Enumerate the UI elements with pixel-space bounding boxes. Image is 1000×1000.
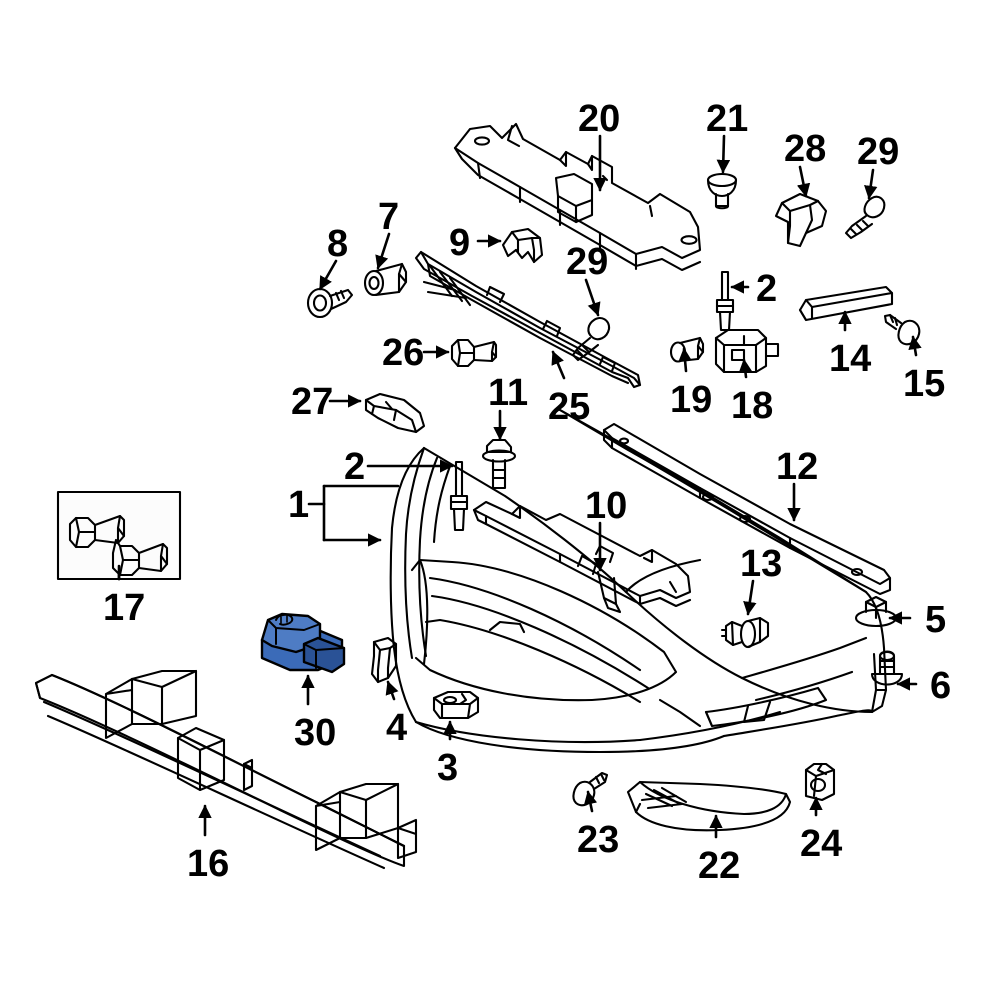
callout-20: 20 (578, 98, 621, 140)
callout-29-mid: 29 (566, 241, 609, 283)
leader-lines (198, 134, 922, 839)
callout-28: 28 (784, 128, 827, 170)
part-30-bumper-bracket-highlighted (260, 612, 346, 674)
part-29b-tapping-screw (571, 316, 611, 362)
part-6-bumper-cover-screw (870, 650, 904, 686)
callout-25: 25 (548, 386, 591, 428)
part-5-push-nut-retainer (854, 595, 898, 628)
part-17-impact-bar-bolt-kit (56, 490, 182, 581)
part-4-bumper-side-bracket (370, 636, 398, 684)
part-1-front-bumper-cover (389, 408, 888, 754)
callout-11: 11 (488, 372, 529, 414)
part-11-flange-bolt (481, 438, 517, 490)
callout-8: 8 (327, 223, 349, 265)
part-12-bumper-upper-reinforcement (602, 422, 892, 596)
callout-13: 13 (740, 543, 783, 585)
part-3-bumper-retainer-bracket (432, 690, 480, 720)
part-9-grille-clip (501, 227, 544, 264)
callout-2-mid: 2 (344, 446, 366, 488)
callout-23: 23 (577, 819, 620, 861)
callout-10: 10 (585, 485, 628, 527)
part-26-hex-flange-bolt (450, 338, 498, 368)
part-14-bumper-filler-strip (798, 285, 894, 322)
part-21-cover-grommet (706, 172, 738, 210)
callout-22: 22 (698, 845, 741, 887)
part-24-fog-lamp-bezel-clip (804, 762, 836, 802)
leader-bracket-1-2 (307, 459, 454, 547)
callout-27: 27 (291, 381, 334, 423)
callout-7: 7 (378, 196, 400, 238)
callout-15: 15 (903, 363, 946, 405)
callout-3: 3 (437, 747, 459, 789)
part-19-spacer-sleeve (669, 336, 705, 363)
part-25-upper-grille-molding (414, 250, 642, 389)
part-27-side-retainer-clip (364, 392, 426, 434)
callout-16: 16 (187, 843, 230, 885)
callout-17: 17 (103, 587, 146, 629)
part-2-clip-pin-mid (449, 460, 469, 532)
part-16-bumper-impact-bar (34, 669, 418, 870)
part-29a-tapping-screw (844, 195, 886, 240)
callout-24: 24 (800, 823, 843, 865)
part-7-spacer-bushing (363, 262, 408, 297)
callout-21: 21 (706, 98, 749, 140)
callout-30: 30 (294, 712, 337, 754)
callout-29-top: 29 (857, 131, 900, 173)
callout-6: 6 (930, 665, 952, 707)
callout-19: 19 (670, 379, 713, 421)
callout-9: 9 (449, 222, 471, 264)
callout-1: 1 (288, 484, 310, 526)
part-20-radiator-upper-cover (453, 122, 702, 272)
callout-14: 14 (829, 338, 872, 380)
callout-5: 5 (925, 599, 947, 641)
callout-26: 26 (382, 332, 425, 374)
part-28-corner-bracket (774, 192, 828, 248)
callout-18: 18 (731, 385, 774, 427)
callout-2-top: 2 (756, 268, 778, 310)
callout-12: 12 (776, 446, 819, 488)
part-2-clip-pin-top (715, 270, 735, 332)
part-18-sensor-bracket (714, 328, 780, 374)
part-13-push-pin-rivet (720, 616, 770, 649)
callout-4: 4 (386, 707, 408, 749)
part-8-grille-screw (306, 287, 354, 319)
part-22-lower-grille-insert (626, 780, 792, 832)
part-10-upper-support-bar (472, 500, 692, 614)
